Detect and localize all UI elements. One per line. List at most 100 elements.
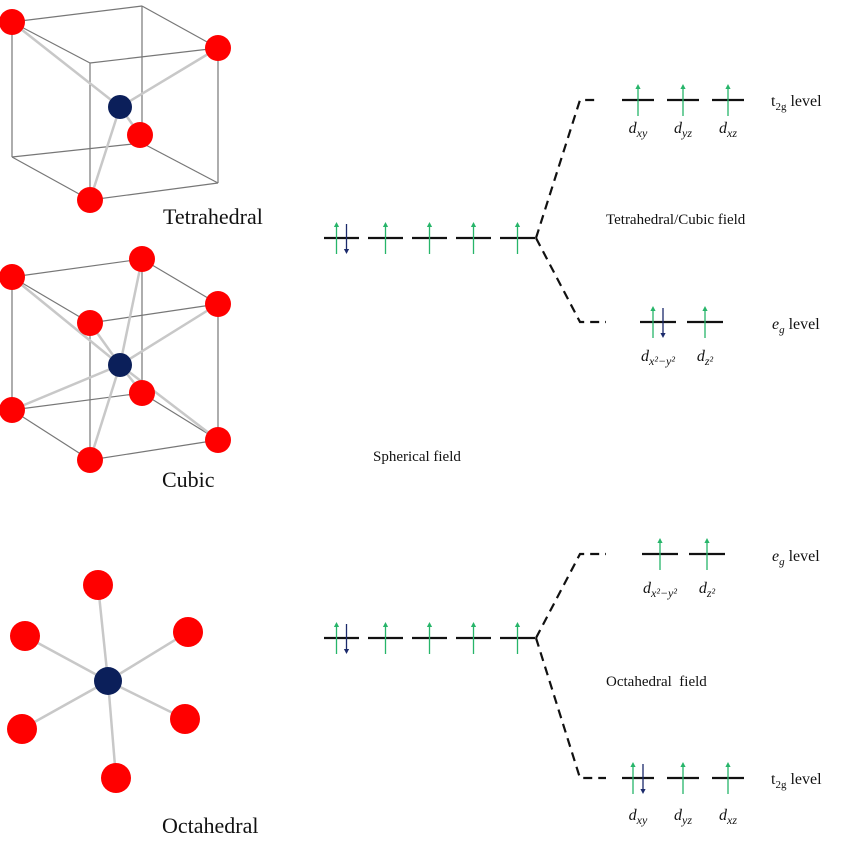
cube-edge (11, 21, 91, 64)
spin-up-arrowhead (650, 306, 656, 311)
t2g-level-label: t2g level (771, 93, 822, 113)
cube-edge (11, 258, 143, 278)
ligand-atom (0, 264, 25, 290)
metal-ligand-bond (88, 364, 122, 461)
spin-up-arrowhead (514, 622, 521, 627)
spin-up-arrowhead (635, 84, 641, 89)
octahedral-field-label: Octahedral field (606, 674, 707, 690)
spin-up-arrowhead (704, 538, 710, 543)
orbital-label: dxz (719, 120, 737, 140)
t2g-level-orbitals: dxy dyz dxz (622, 84, 744, 140)
metal-ligand-bond (21, 679, 109, 731)
metal-ligand-bond (118, 258, 144, 366)
spherical-field-label: Spherical field (373, 449, 461, 465)
eg-level-label: eg level (772, 316, 820, 336)
octahedral-splitting-diagram: dx²−y² dz² dxy dyz dxz Octahedral field eg … (324, 538, 822, 827)
cube-edge (141, 258, 219, 305)
metal-ligand-bond (88, 106, 122, 201)
ligand-atom (205, 427, 231, 453)
spin-up-arrowhead (333, 622, 340, 627)
ligand-atom (101, 763, 131, 793)
eg-level-orbitals: dx²−y² dz² (642, 538, 725, 600)
spherical-degenerate-orbitals (324, 222, 535, 254)
orbital-label: dz² (699, 580, 716, 600)
metal-ligand-bond (107, 630, 189, 683)
ligand-atom (127, 122, 153, 148)
ligand-atom (173, 617, 203, 647)
spin-down-arrowhead (343, 649, 350, 654)
spin-up-arrowhead (382, 222, 389, 227)
splitting-connector (534, 98, 600, 239)
orbital-label: dx²−y² (643, 580, 677, 600)
metal-ligand-bond (119, 302, 219, 367)
metal-ligand-bond (11, 21, 121, 108)
cube-edge (11, 156, 91, 201)
metal-ligand-bond (96, 584, 110, 682)
metal-atom (108, 95, 132, 119)
cube-edge (89, 439, 219, 461)
metal-ligand-bond (11, 276, 121, 366)
ligand-atom (205, 35, 231, 61)
metal-atom (108, 353, 132, 377)
spin-up-arrowhead (680, 762, 686, 767)
splitting-connector (535, 552, 606, 639)
ligand-atom (129, 246, 155, 272)
ligand-atom (77, 310, 103, 336)
orbital-label: dz² (697, 348, 714, 368)
cubic-model: Cubic (0, 246, 231, 492)
eg-level-orbitals: dx²−y² dz² (640, 306, 723, 368)
spin-up-arrowhead (470, 222, 477, 227)
orbital-label: dx²−y² (641, 348, 675, 368)
spin-up-arrowhead (702, 306, 708, 311)
ligand-atom (0, 397, 25, 423)
ligand-atom (83, 570, 113, 600)
tetrahedral-field-label: Tetrahedral/Cubic field (606, 212, 746, 228)
spin-up-arrowhead (333, 222, 340, 227)
eg-level-label: eg level (772, 548, 820, 568)
metal-ligand-bond (11, 363, 121, 412)
octahedral-model: Octahedral (7, 570, 259, 838)
orbital-label: dyz (674, 120, 692, 140)
cube-edge (11, 142, 143, 158)
metal-ligand-bond (119, 364, 219, 441)
cube-edge (141, 392, 219, 441)
spin-up-arrowhead (725, 84, 731, 89)
t2g-level-label: t2g level (771, 771, 822, 791)
spin-up-arrowhead (426, 222, 433, 227)
octahedral-label: Octahedral (162, 813, 259, 838)
splitting-connector (534, 637, 606, 780)
spin-down-arrowhead (343, 249, 350, 254)
tetrahedral-model: Tetrahedral (0, 5, 263, 229)
cube-edge (11, 392, 143, 411)
cube-edge (89, 47, 219, 64)
spin-up-arrowhead (657, 538, 663, 543)
t2g-level-orbitals: dxy dyz dxz (622, 762, 744, 827)
cube-edge (89, 303, 219, 324)
spin-up-arrowhead (470, 622, 477, 627)
metal-ligand-bond (106, 680, 118, 779)
orbital-label: dxz (719, 807, 737, 827)
spin-up-arrowhead (680, 84, 686, 89)
orbital-label: dxy (629, 807, 648, 827)
cube-edge (141, 5, 219, 49)
splitting-connector (535, 237, 606, 324)
ligand-atom (0, 9, 25, 35)
cube-edge (11, 409, 91, 461)
spin-down-arrowhead (660, 333, 666, 338)
cube-edge (141, 142, 219, 184)
ligand-atom (10, 621, 40, 651)
tetrahedral-splitting-diagram: dxy dyz dxz dx²−y² dz² Tetrahedral/Cubic fi… (324, 84, 822, 368)
metal-atom (94, 667, 122, 695)
ligand-atom (129, 380, 155, 406)
spherical-degenerate-orbitals (324, 622, 535, 654)
metal-ligand-bond (24, 634, 109, 683)
orbital-label: dyz (674, 807, 692, 827)
spin-down-arrowhead (640, 789, 646, 794)
tetrahedral-label: Tetrahedral (163, 204, 263, 229)
orbital-label: dxy (629, 120, 648, 140)
ligand-atom (77, 187, 103, 213)
cube-edge (89, 182, 219, 201)
ligand-atom (77, 447, 103, 473)
cube-edge (11, 276, 91, 324)
